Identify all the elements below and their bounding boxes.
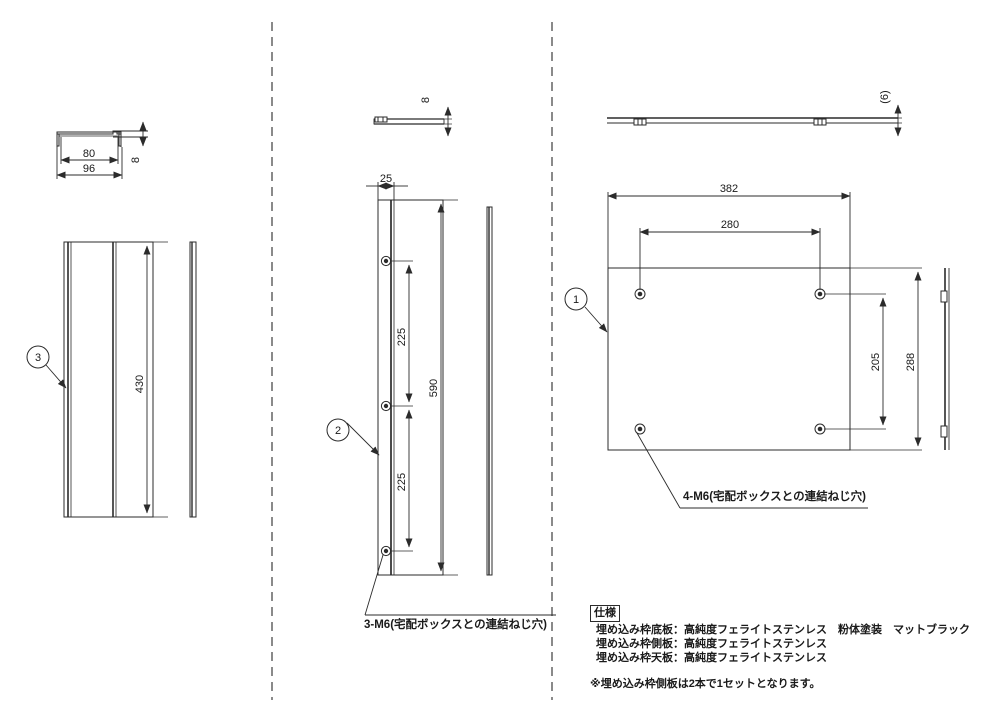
spec-line: 埋め込み枠側板：高純度フェライトステンレス: [596, 638, 827, 650]
balloon-3[interactable]: 3: [26, 345, 67, 389]
left-section-view: 80 96 8 430: [26, 121, 197, 518]
dim-430: 430: [116, 241, 168, 518]
balloon-1[interactable]: 1: [564, 287, 608, 333]
dim-288: 288: [850, 267, 922, 451]
screw-hole: [380, 545, 392, 557]
balloon-2[interactable]: 2: [326, 418, 380, 456]
dim-280: 280: [639, 219, 821, 290]
dim-280-label: 280: [721, 219, 739, 231]
dim-225-upper: 225: [396, 264, 413, 403]
balloon-1-label: 1: [573, 294, 579, 306]
screw-hole: [814, 288, 826, 300]
dim-288-label: 288: [905, 353, 917, 371]
callout-3-m6: [364, 554, 556, 616]
dim-25: 25: [366, 173, 408, 200]
spec-lines: 埋め込み枠底板：高純度フェライトステンレス 粉体塗装 マットブラック 埋め込み枠…: [596, 623, 970, 665]
side-plate-body: [63, 241, 154, 518]
callout-3-m6-label: 3-M6(宅配ボックスとの連結ねじ穴): [364, 617, 547, 631]
center-top-screw-boss: [374, 116, 388, 123]
dim-225-lower: 225: [396, 409, 413, 548]
callout-4-m6-label: 4-M6(宅配ボックスとの連結ねじ穴): [683, 489, 866, 503]
dim-96-label: 96: [83, 163, 95, 175]
dim-590-label: 590: [428, 379, 440, 397]
dim-8-left: 8: [113, 121, 148, 163]
dim-6-right: (6): [860, 90, 902, 137]
top-plate-body: [607, 267, 851, 451]
balloon-3-label: 3: [35, 352, 41, 364]
screw-hole: [814, 423, 826, 435]
balloon-2-label: 2: [335, 425, 341, 437]
spec-note: ※埋め込み枠側板は2本で1セットとなります。: [590, 678, 821, 690]
right-top-screw-boss: [633, 118, 647, 126]
dim-96: 96: [56, 147, 123, 179]
dim-8-left-label: 8: [130, 157, 142, 163]
callout-4-m6: [636, 432, 868, 509]
spec-line: 埋め込み枠天板：高純度フェライトステンレス: [596, 652, 827, 664]
side-plate-edge-view: [189, 241, 197, 518]
dim-25-label: 25: [380, 173, 392, 185]
dim-80: 80: [60, 137, 119, 164]
screw-hole: [380, 400, 392, 412]
dim-8-center: 8: [420, 97, 452, 137]
screw-hole: [380, 255, 392, 267]
specification-block: 仕様 埋め込み枠底板：高純度フェライトステンレス 粉体塗装 マットブラック 埋め…: [590, 605, 985, 691]
dim-205-label: 205: [870, 353, 882, 371]
right-top-detail: [607, 117, 898, 126]
dim-382-label: 382: [720, 183, 738, 195]
spec-tag: 仕様: [590, 605, 620, 622]
screw-hole: [634, 288, 646, 300]
dim-80-label: 80: [83, 148, 95, 160]
spec-line: 埋め込み枠底板：高純度フェライトステンレス 粉体塗装 マットブラック: [596, 624, 970, 636]
screw-hole-group-center: [380, 255, 392, 557]
center-top-detail: [373, 116, 445, 125]
dim-430-label: 430: [134, 375, 146, 393]
dim-6-right-label: (6): [879, 90, 891, 103]
top-plate-edge-view: [940, 268, 950, 450]
dim-225-lower-label: 225: [396, 473, 408, 491]
right-section-view: (6): [564, 90, 950, 509]
screw-hole: [634, 423, 646, 435]
dim-225-upper-label: 225: [396, 328, 408, 346]
dim-8-center-label: 8: [420, 97, 432, 103]
dim-590: 590: [394, 199, 458, 576]
center-section-view: 8: [326, 97, 556, 616]
right-top-screw-boss: [813, 118, 827, 126]
dim-205: 205: [824, 293, 887, 430]
dim-382: 382: [607, 183, 851, 268]
